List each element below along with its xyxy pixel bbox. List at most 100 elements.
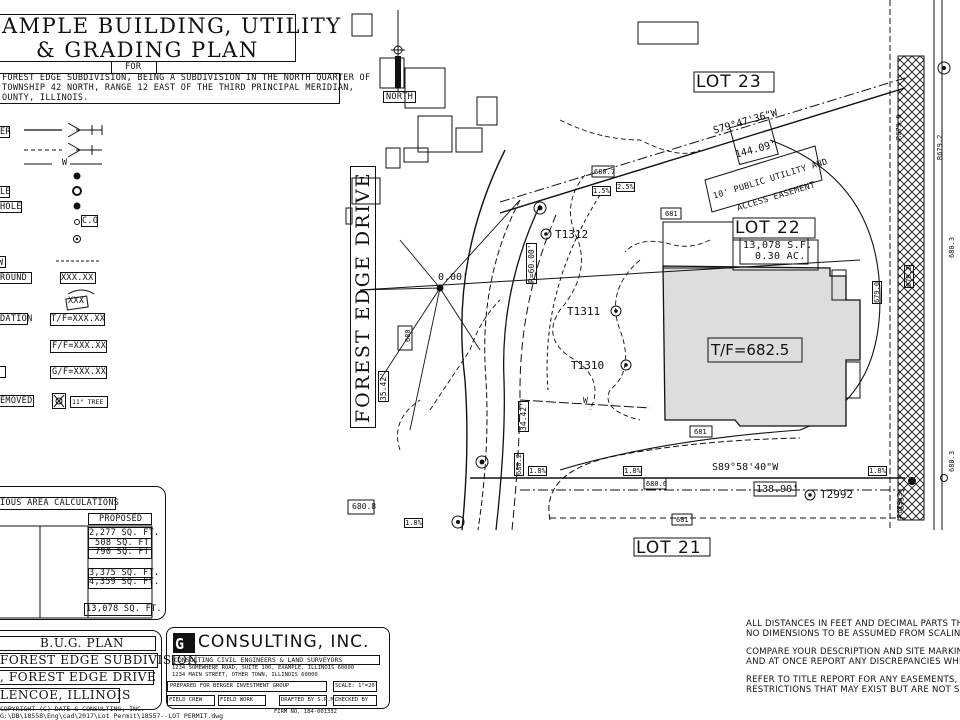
field-crew: FIELD CREW [169,697,203,703]
plan-title-line1: AMPLE BUILDING, UTILITY [2,14,342,38]
field-crew-box [167,695,215,706]
legend-item-box [0,201,22,213]
slope-label: 2.5% [616,182,635,192]
area-calc-proposed-header: PROPOSED [99,514,143,524]
grade-label: 680.6 [646,480,668,488]
tree-label: T1311 [567,305,601,318]
legend-gf-box [50,366,107,379]
placeholder-boxes [345,13,699,225]
plan-title-line2: & GRADING PLAN [36,38,259,62]
slope-label: 1.8% [404,518,423,528]
legend-tree-removed-box [52,393,66,409]
scale-box [333,681,377,692]
grade-label: 681 [665,210,678,218]
for-label: FOR [125,62,142,72]
area-calc-value: 790 SQ. FT. [95,547,155,557]
area-calc-value: 3,375 SQ. FT. [89,568,160,578]
company-logo-icon: G [173,633,195,653]
description-box [0,73,340,104]
tree-label: T1310 [571,359,605,372]
area-calc-proposed-box [88,513,152,525]
legend-ff-box [50,340,107,353]
bug-plan-drive-box [0,670,154,685]
legend-item-box [0,272,32,284]
legend-co-box [81,215,98,227]
grade-label: 680.7 [594,168,616,176]
tree-label: T2992 [820,488,854,501]
right-grade-label: R679.2 [936,134,944,160]
legend-item-box [0,395,34,407]
area-calc-row [88,547,152,559]
lot-22-label: LOT 22 [735,218,801,238]
area-calc-value: 13,078 SQ. FT. [86,604,162,614]
legend-item-box [0,186,10,198]
checked-box [333,695,377,706]
curve-label: R=60.00' [526,243,537,284]
legend-item-label: DATION [0,314,33,324]
legend-gf-symbol: G/F=XXX.XX [52,367,107,377]
bearing-bottom: S89°58'40"W [712,462,779,473]
consulting-name: CONSULTING, INC. [198,632,370,652]
legend-tree-box [70,396,108,408]
distance-bottom: 138.90' [756,484,799,495]
bug-plan-drive: , FOREST EDGE DRIVE [0,670,157,684]
drafted-box [279,695,327,706]
bug-plan-subdivision: FOREST EDGE SUBDIVISION [0,653,199,667]
consulting-address-2: 1234 MAIN STREET, OTHER TOWN, ILLINOIS 6… [172,672,318,678]
consulting-sub-box [172,655,380,665]
legend-tf-symbol: T/F=XXX.XX [51,314,106,324]
top-of-foundation: T/F=682.5 [711,341,790,359]
prepared-for: PREPARED FOR BERGER INVESTMENT GROUP [170,683,290,689]
area-calc-title-box [0,497,116,510]
legend-w2-symbol: W [0,258,4,268]
building-footprint [662,221,861,427]
tree-icon [804,489,816,501]
lot-23-label: LOT 23 [696,72,762,92]
slope-label: 1.8% [528,466,547,476]
grade-label: 681 [694,428,707,436]
legend-w-symbol: W [62,158,68,168]
scale-label: SCALE: 1"=20' [335,683,379,689]
legend-item-label: HOLE [0,202,22,212]
slope-label: 1.5% [592,186,611,196]
curve-label: 34.42' [518,401,529,432]
north-label: NORTH [383,91,417,103]
copyright-text: COPYRIGHT (C) DATE G CONSULTING, INC. [0,705,145,713]
grade-label: 680 [404,329,412,342]
slope-label: 1.8% [868,466,887,476]
note-line: COMPARE YOUR DESCRIPTION AND SITE MARKIN… [746,647,960,657]
legend-xxx-box [60,272,96,284]
note-line: AND AT ONCE REPORT ANY DISCREPANCIES WHI… [746,657,960,667]
area-calc-row [84,603,152,616]
note-line: REFER TO TITLE REPORT FOR ANY EASEMENTS,… [746,675,960,685]
legend-item-label: ER [0,127,11,137]
slope-label: 1.8% [623,466,642,476]
lot-21-label: LOT 21 [636,538,702,558]
legend-tf-box [50,313,105,326]
description-line1: FOREST EDGE SUBDIVISION, BEING A SUBDIVI… [2,73,371,83]
grade-label: 681 [676,516,689,524]
street-name: FOREST EDGE DRIVE [350,166,376,428]
grade-label: 680.8 [352,502,377,511]
grade-label: 679.2 [904,264,914,288]
prepared-for-box [167,681,327,692]
lot-22-acres: 0.30 AC. [755,251,806,262]
legend-xxx-symbol: XXX.XX [61,273,94,283]
lot-22-area: 13,078 S.F. [743,240,813,251]
legend-item-label: ROUND [0,273,28,283]
right-grade-label: R679.3 [896,492,904,518]
area-calc-value: 2,277 SQ. FT. [89,528,160,538]
area-calc-row [88,577,152,589]
grade-label: 680.2 [514,452,524,476]
water-line-label: W [583,396,588,405]
consulting-sub: CONSULTING CIVIL ENGINEERS & LAND SURVEY… [174,656,343,664]
area-calc-row [88,538,152,550]
consulting-frame [166,627,390,709]
grade-label: 679.0 [872,280,882,304]
bug-plan-title-box [0,636,156,651]
legend-ff-symbol: F/F=XXX.XX [52,341,107,351]
bug-plan-city: LENCOE, ILLINOIS [0,688,131,702]
firm-number: FIRM NO. 184-001332 [274,709,337,715]
description-line2: TOWNSHIP 42 NORTH, RANGE 12 EAST OF THE … [2,83,355,93]
